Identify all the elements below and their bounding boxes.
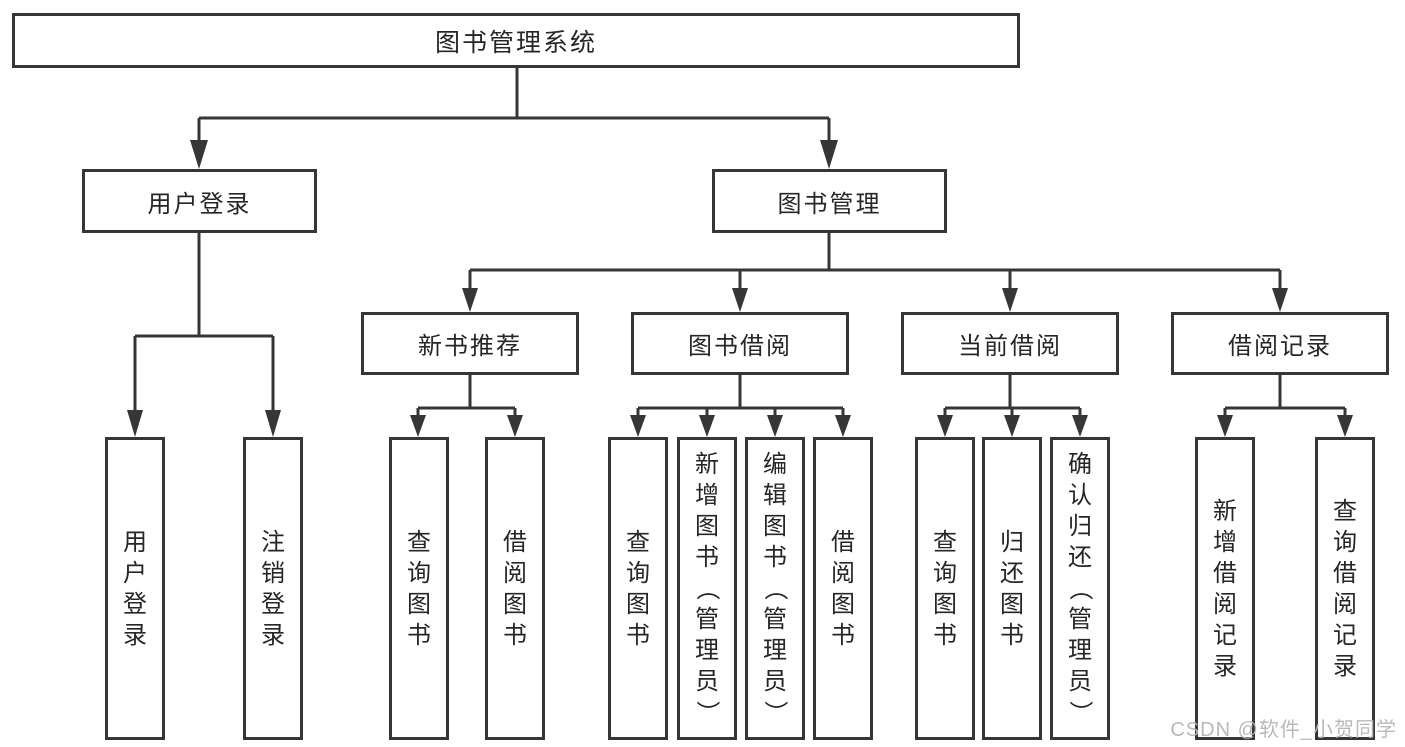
leaf-return-books: 归还图书	[982, 437, 1042, 740]
leaf-add-books-admin: 新增图书（管理员）	[677, 437, 737, 740]
leaf-edit-books-admin: 编辑图书（管理员）	[745, 437, 805, 740]
node-borrow-records: 借阅记录	[1171, 312, 1389, 375]
leaf-add-borrow-record: 新增借阅记录	[1195, 437, 1255, 740]
leaf-query-borrow-record: 查询借阅记录	[1315, 437, 1375, 740]
node-current-borrow: 当前借阅	[901, 312, 1119, 375]
node-user-login: 用户登录	[82, 169, 317, 233]
leaf-borrow-books: 借阅图书	[813, 437, 873, 740]
leaf-query-books-recommend: 查询图书	[389, 437, 449, 740]
node-root: 图书管理系统	[12, 13, 1020, 68]
leaf-borrow-books-recommend: 借阅图书	[485, 437, 545, 740]
node-new-book-recommend: 新书推荐	[361, 312, 579, 375]
leaf-user-login: 用户登录	[105, 437, 165, 740]
node-book-borrow: 图书借阅	[631, 312, 849, 375]
csdn-watermark: CSDN @软件_小贺同学	[1170, 719, 1397, 741]
leaf-confirm-return-admin: 确认归还（管理员）	[1050, 437, 1110, 740]
node-book-management: 图书管理	[712, 169, 947, 233]
leaf-query-books-borrow: 查询图书	[608, 437, 668, 740]
arrowheads	[127, 140, 1353, 437]
leaf-logout: 注销登录	[243, 437, 303, 740]
leaf-query-books-current: 查询图书	[915, 437, 975, 740]
